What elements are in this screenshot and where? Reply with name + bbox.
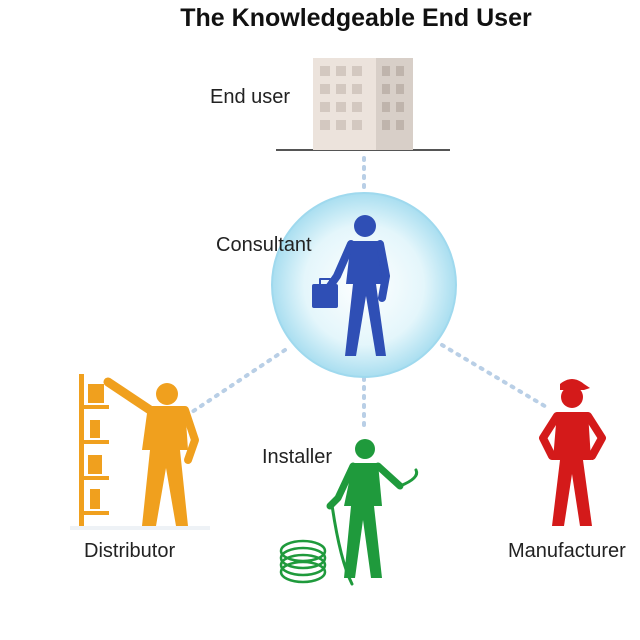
- label-end-user: End user: [210, 86, 291, 108]
- label-distributor: Distributor: [84, 540, 176, 562]
- manufacturer-figure-icon: [539, 379, 606, 526]
- label-consultant: Consultant: [216, 234, 312, 256]
- diagram-title: The Knowledgeable End User: [180, 4, 532, 32]
- connectors: [190, 156, 550, 430]
- installer-figure-icon: [279, 439, 419, 586]
- label-manufacturer: Manufacturer: [508, 540, 626, 562]
- consultant-figure-icon: [312, 215, 390, 356]
- distributor-figure-icon: [70, 374, 210, 530]
- connector-consultant-manufacturer: [440, 343, 550, 410]
- connector-consultant-distributor: [190, 348, 287, 414]
- label-installer: Installer: [262, 446, 333, 468]
- office-building-icon: [276, 58, 450, 151]
